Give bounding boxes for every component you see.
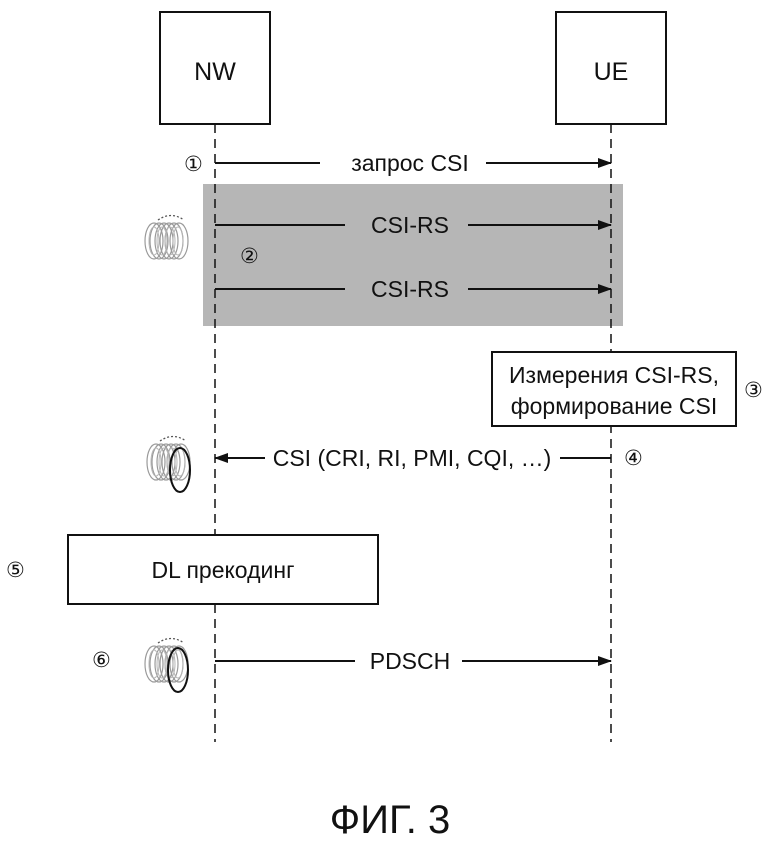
step-4-marker: ④ [624, 447, 643, 470]
beam-pattern-icon [145, 216, 188, 260]
pdsch-beam-icon [145, 639, 188, 693]
step-2-marker: ② [240, 245, 259, 268]
nw-entity: NW [160, 12, 270, 124]
step-1-marker: ① [184, 153, 203, 176]
measurement-line-1: Измерения CSI-RS, [509, 362, 719, 388]
csi-rs-2-label: CSI-RS [371, 276, 449, 302]
nw-label: NW [194, 58, 236, 86]
measurement-process: Измерения CSI-RS, формирование CSI [492, 352, 736, 426]
csi-rs-1-label: CSI-RS [371, 212, 449, 238]
ue-entity: UE [556, 12, 666, 124]
csi-report-label: CSI (CRI, RI, PMI, CQI, …) [273, 445, 552, 471]
ue-label: UE [594, 58, 629, 86]
precoding-label: DL прекодинг [152, 557, 295, 583]
step-3-marker: ③ [744, 379, 763, 402]
precoding-process: DL прекодинг [68, 535, 378, 604]
pdsch-label: PDSCH [370, 648, 451, 674]
csi-request-label: запрос CSI [351, 150, 469, 176]
figure-caption: ФИГ. 3 [330, 798, 450, 842]
measurement-line-2: формирование CSI [511, 393, 718, 419]
selected-beam-icon [147, 437, 190, 493]
step-6-marker: ⑥ [92, 649, 111, 672]
csi-rs-shaded-region [203, 184, 623, 326]
step-5-marker: ⑤ [6, 559, 25, 582]
